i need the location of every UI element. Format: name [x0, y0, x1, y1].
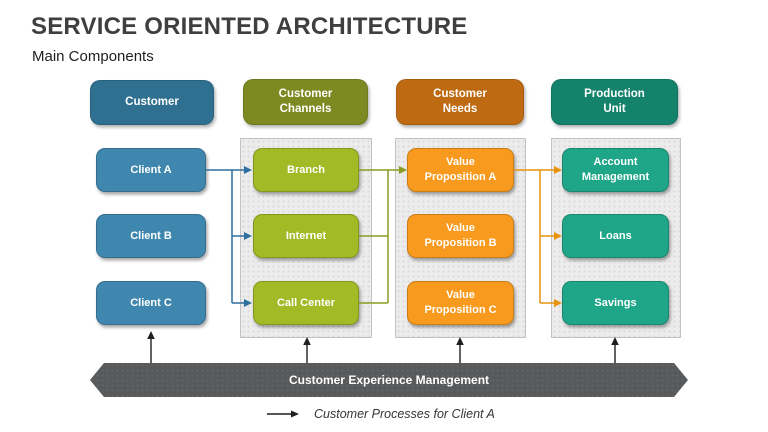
- customer-experience-banner: Customer Experience Management: [90, 363, 688, 397]
- node-branch: Branch: [253, 148, 359, 192]
- header-production-unit: Production Unit: [551, 79, 678, 125]
- node-internet: Internet: [253, 214, 359, 258]
- banner-label: Customer Experience Management: [288, 373, 490, 387]
- arrowhead-icon: [147, 331, 155, 339]
- header-customer-channels: Customer Channels: [243, 79, 368, 125]
- arrowhead-icon: [291, 410, 299, 418]
- legend-arrow-icon: [267, 410, 299, 418]
- node-value-proposition-a: Value Proposition A: [407, 148, 514, 192]
- arrowhead-icon: [303, 337, 311, 345]
- banner-up-arrowheads: [147, 331, 619, 345]
- node-value-proposition-c: Value Proposition C: [407, 281, 514, 325]
- node-loans: Loans: [562, 214, 669, 258]
- header-customer: Customer: [90, 80, 214, 125]
- page-subtitle: Main Components: [32, 48, 154, 65]
- node-savings: Savings: [562, 281, 669, 325]
- node-call-center: Call Center: [253, 281, 359, 325]
- legend-label: Customer Processes for Client A: [314, 407, 495, 421]
- page-title: SERVICE ORIENTED ARCHITECTURE: [31, 13, 468, 40]
- header-customer-needs: Customer Needs: [396, 79, 524, 125]
- node-value-proposition-b: Value Proposition B: [407, 214, 514, 258]
- node-client-b: Client B: [96, 214, 206, 258]
- arrowhead-icon: [456, 337, 464, 345]
- node-client-c: Client C: [96, 281, 206, 325]
- banner-up-arrow-lines: [150, 338, 616, 363]
- arrowhead-icon: [611, 337, 619, 345]
- node-account-management: Account Management: [562, 148, 669, 192]
- node-client-a: Client A: [96, 148, 206, 192]
- legend: Customer Processes for Client A: [266, 407, 495, 421]
